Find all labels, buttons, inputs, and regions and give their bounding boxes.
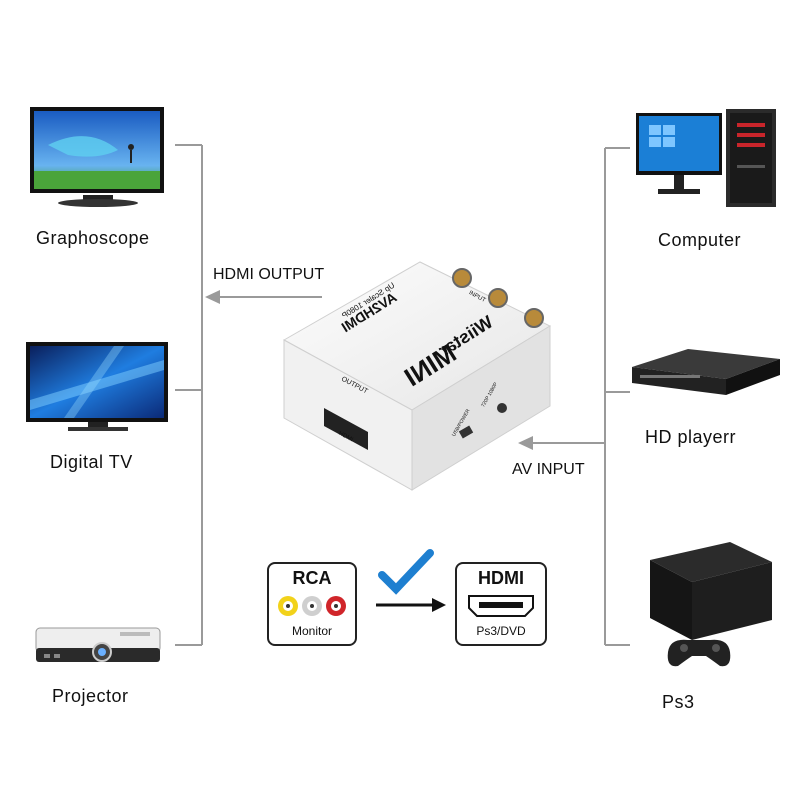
- device-label-projector: Projector: [52, 686, 129, 706]
- rca-badge: RCA Monitor: [267, 562, 357, 646]
- graphoscope-tv-icon: [30, 107, 164, 207]
- hdmi-badge: HDMI Ps3/DVD: [455, 562, 547, 646]
- projector-icon: [35, 627, 161, 662]
- device-label-ps3: Ps3: [662, 692, 695, 712]
- hdmi-port-icon: [468, 595, 534, 617]
- dvd-player-icon: [632, 349, 780, 395]
- digital-tv-icon: [26, 342, 168, 431]
- av2hdmi-converter: [282, 261, 552, 491]
- av-input-label: AV INPUT: [512, 461, 585, 478]
- computer-icon: [636, 109, 776, 207]
- hdmi-badge-title: HDMI: [478, 568, 524, 588]
- rca-badge-sub: Monitor: [291, 624, 332, 638]
- hdmi-badge-sub: Ps3/DVD: [476, 624, 526, 638]
- device-label-computer: Computer: [658, 230, 742, 250]
- device-label-digital-tv: Digital TV: [50, 452, 133, 472]
- game-console-icon: [650, 542, 772, 667]
- hdmi-output-label: HDMI OUTPUT: [213, 266, 325, 283]
- check-arrow: [376, 549, 446, 612]
- device-label-graphoscope: Graphoscope: [36, 228, 150, 248]
- device-label-hd-player: HD playerr: [645, 427, 737, 447]
- rca-jacks-icon: [278, 596, 346, 616]
- checkmark-icon: [378, 549, 434, 595]
- rca-badge-title: RCA: [292, 568, 332, 588]
